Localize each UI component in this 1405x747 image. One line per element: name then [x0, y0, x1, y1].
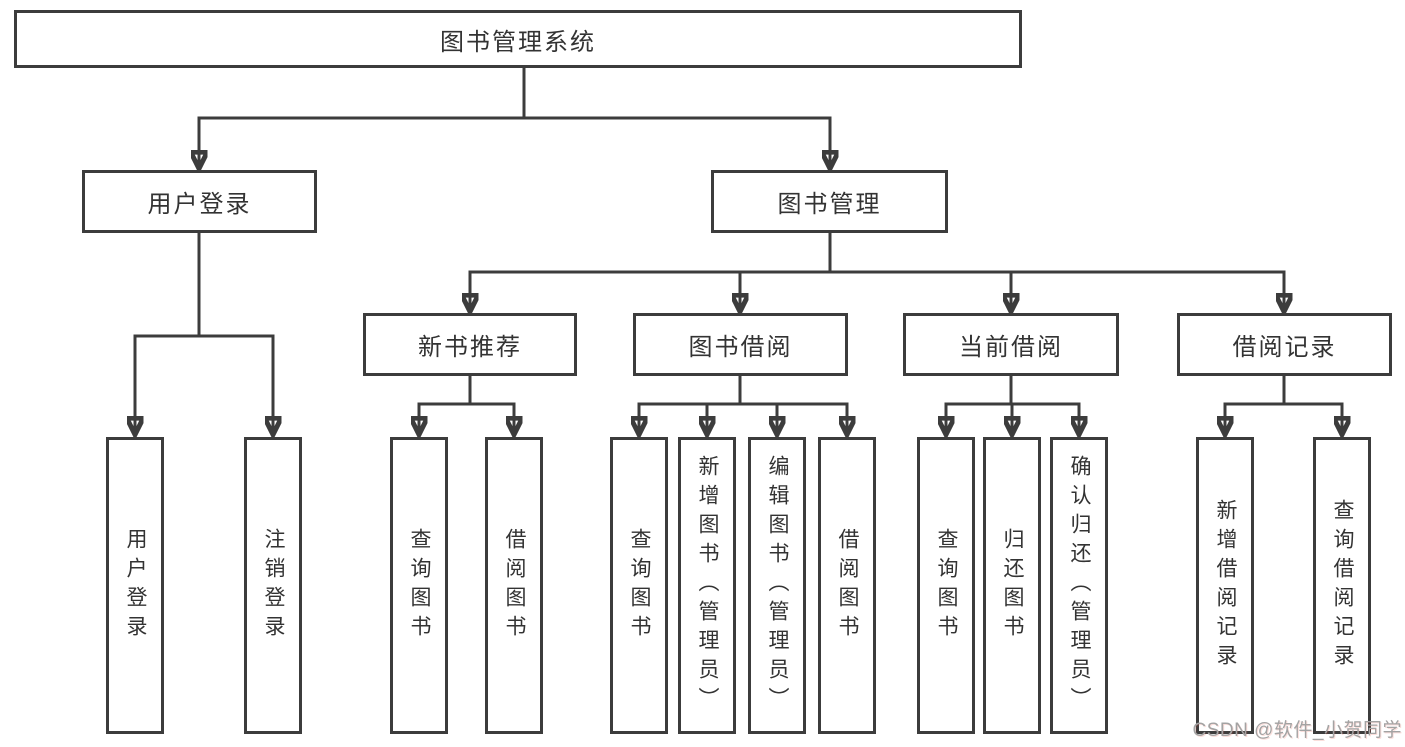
node-leaf-confirm-return-admin: 确认归还（管理员）: [1050, 437, 1108, 734]
node-current-borrowing: 当前借阅: [903, 313, 1119, 376]
node-leaf-query-book-current: 查询图书: [917, 437, 975, 734]
csdn-watermark: CSDN @软件_小贺同学: [1192, 720, 1402, 741]
node-leaf-edit-book-admin: 编辑图书（管理员）: [748, 437, 806, 734]
node-leaf-add-borrow-record: 新增借阅记录: [1196, 437, 1254, 734]
node-leaf-logout: 注销登录: [244, 437, 302, 734]
node-user-login: 用户登录: [82, 170, 317, 233]
node-new-book-recommendation: 新书推荐: [363, 313, 577, 376]
node-library-system: 图书管理系统: [14, 10, 1022, 68]
node-leaf-query-borrow-record: 查询借阅记录: [1313, 437, 1371, 734]
node-leaf-borrow-book-recommend: 借阅图书: [485, 437, 543, 734]
node-book-management: 图书管理: [711, 170, 948, 233]
node-leaf-user-login: 用户登录: [106, 437, 164, 734]
node-leaf-return-book: 归还图书: [983, 437, 1041, 734]
node-leaf-query-book-recommend: 查询图书: [390, 437, 448, 734]
node-leaf-add-book-admin: 新增图书（管理员）: [678, 437, 736, 734]
node-borrowing-records: 借阅记录: [1177, 313, 1392, 376]
node-leaf-query-book-borrowing: 查询图书: [610, 437, 668, 734]
node-book-borrowing: 图书借阅: [633, 313, 848, 376]
node-leaf-borrow-book: 借阅图书: [818, 437, 876, 734]
